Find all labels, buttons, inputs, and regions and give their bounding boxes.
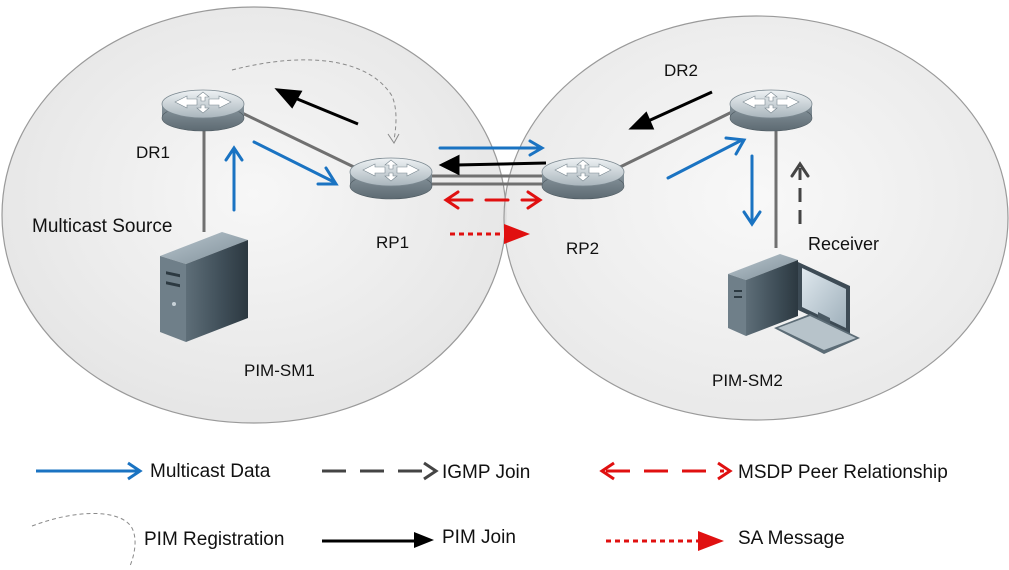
legend-sa-message: SA Message	[606, 528, 845, 551]
link-dr1-rp1	[239, 110, 357, 170]
links	[202, 108, 778, 248]
legend: Multicast Data IGMP Join MSDP Peer Relat…	[31, 461, 948, 567]
legend-pim-registration: PIM Registration	[31, 512, 284, 567]
router-rp1	[349, 157, 433, 200]
label-domain-2: PIM-SM2	[712, 371, 783, 390]
legend-label-msdp-peer: MSDP Peer Relationship	[738, 462, 948, 483]
router-dr1	[161, 89, 245, 132]
label-receiver: Receiver	[808, 234, 879, 254]
router-dr2	[729, 89, 813, 132]
pim-registration-curve	[231, 59, 400, 144]
legend-label-pim-join: PIM Join	[442, 527, 516, 548]
server-icon	[160, 232, 248, 342]
legend-igmp-join: IGMP Join	[322, 461, 530, 483]
label-dr1: DR1	[136, 143, 170, 162]
desktop-computer-icon	[728, 254, 860, 354]
mdata-rp2-to-dr2	[666, 138, 744, 180]
label-rp2: RP2	[566, 239, 599, 258]
multicast-data-arrows	[224, 136, 762, 227]
legend-label-multicast-data: Multicast Data	[150, 461, 271, 482]
label-domain-1: PIM-SM1	[244, 361, 315, 380]
sa-message-arrow	[450, 224, 530, 244]
legend-label-sa-message: SA Message	[738, 528, 845, 549]
mdata-dr1-to-rp1	[252, 140, 336, 184]
legend-pim-join: PIM Join	[322, 527, 516, 548]
link-rp2-dr2	[617, 108, 737, 170]
legend-msdp-peer: MSDP Peer Relationship	[599, 461, 948, 483]
pim-join-arrows	[274, 88, 713, 176]
legend-multicast-data: Multicast Data	[36, 461, 271, 482]
igmp-join-arrow	[790, 161, 810, 224]
msdp-peer-arrow	[443, 190, 543, 210]
label-dr2: DR2	[664, 61, 698, 80]
label-rp1: RP1	[376, 233, 409, 252]
label-source: Multicast Source	[32, 216, 172, 237]
router-rp2	[541, 157, 625, 200]
legend-label-igmp-join: IGMP Join	[442, 462, 530, 483]
legend-label-pim-registration: PIM Registration	[144, 529, 284, 550]
